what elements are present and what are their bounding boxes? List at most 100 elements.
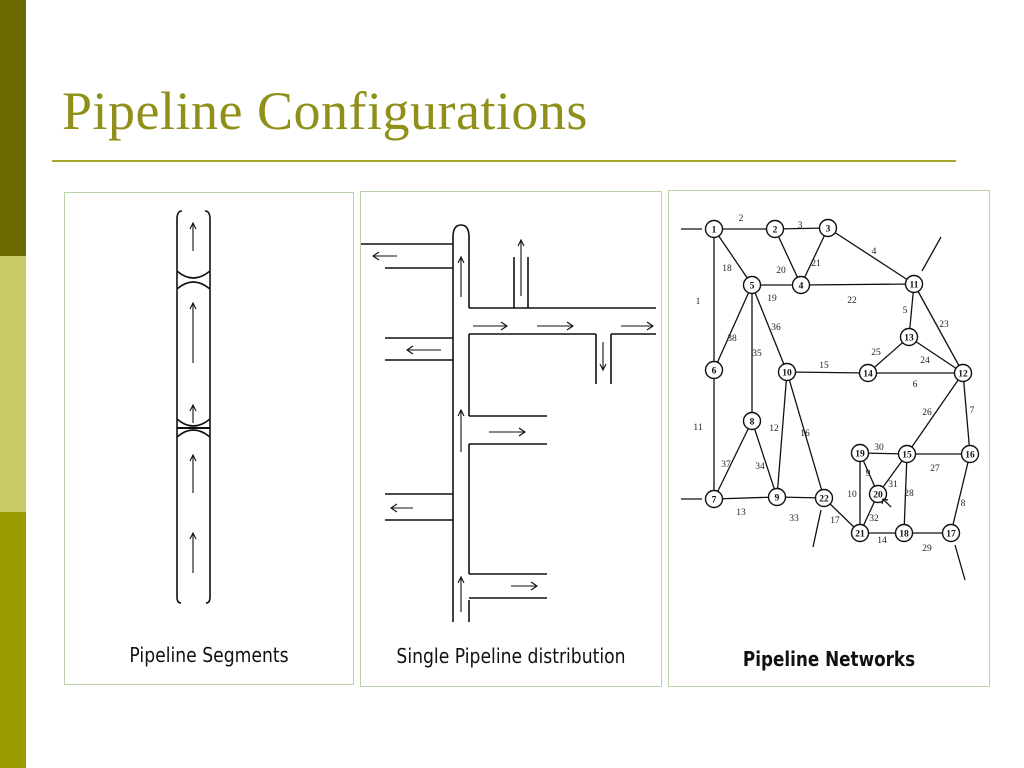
node-circle xyxy=(953,363,973,383)
network-node-9: 9 xyxy=(767,487,787,507)
segment-joint-1 xyxy=(176,270,211,279)
slide-title: Pipeline Configurations xyxy=(62,81,588,141)
network-node-1: 1 xyxy=(704,219,724,239)
pipeline-segments-diagram xyxy=(176,210,211,604)
edge-label: 20 xyxy=(776,266,786,276)
node-label: 16 xyxy=(965,450,975,460)
edge-label: 9 xyxy=(866,469,871,479)
network-edge-13 xyxy=(713,496,778,500)
network-node-4: 4 xyxy=(791,275,811,295)
network-inlet-line xyxy=(954,544,966,581)
node-label: 10 xyxy=(782,368,792,378)
edge-label: 11 xyxy=(693,423,702,433)
title-underline xyxy=(52,160,956,162)
edge-label: 24 xyxy=(920,356,930,366)
edge-label: 4 xyxy=(872,247,877,257)
edge-label: 16 xyxy=(800,429,810,439)
edge-label: 25 xyxy=(871,348,881,358)
network-node-14: 14 xyxy=(858,363,878,383)
network-edge-22 xyxy=(800,283,915,286)
node-label: 11 xyxy=(910,280,919,290)
node-circle xyxy=(767,487,787,507)
caption-single-pipeline-distribution: Single Pipeline distribution xyxy=(396,644,626,668)
edge-label: 8 xyxy=(961,499,966,509)
node-circle xyxy=(868,484,888,504)
node-circle xyxy=(742,411,762,431)
edge-label: 31 xyxy=(888,480,898,490)
edge-label: 26 xyxy=(922,408,932,418)
node-circle xyxy=(704,219,724,239)
network-edge-36 xyxy=(751,284,788,373)
accent-bar-top xyxy=(0,0,26,256)
edge-label: 19 xyxy=(767,294,777,304)
network-edge-21 xyxy=(800,227,829,286)
network-node-19: 19 xyxy=(850,443,870,463)
edge-label: 18 xyxy=(722,264,732,274)
flow-arrow-icon xyxy=(189,453,197,493)
node-circle xyxy=(850,523,870,543)
node-label: 13 xyxy=(904,333,914,343)
flow-arrow-icon xyxy=(189,221,197,251)
node-circle xyxy=(742,275,762,295)
network-inlet-line xyxy=(921,236,942,272)
accent-bar-bottom xyxy=(0,512,26,768)
node-label: 18 xyxy=(899,529,909,539)
network-edge-38 xyxy=(713,284,753,371)
node-label: 7 xyxy=(712,495,717,505)
network-node-12: 12 xyxy=(953,363,973,383)
network-node-22: 22 xyxy=(814,488,834,508)
node-circle xyxy=(894,523,914,543)
network-node-15: 15 xyxy=(897,444,917,464)
node-label: 4 xyxy=(799,281,804,291)
edge-label: 10 xyxy=(847,490,857,500)
node-circle xyxy=(858,363,878,383)
node-label: 5 xyxy=(750,281,755,291)
node-circle xyxy=(814,488,834,508)
network-edge-15 xyxy=(786,371,869,374)
network-edge-20 xyxy=(774,228,802,286)
network-node-20: 20 xyxy=(868,484,888,504)
network-node-17: 17 xyxy=(941,523,961,543)
network-node-11: 11 xyxy=(904,274,924,294)
node-circle xyxy=(960,444,980,464)
node-circle xyxy=(897,444,917,464)
flow-arrow-icon xyxy=(457,255,465,297)
node-label: 6 xyxy=(712,366,717,376)
flow-arrow-icon xyxy=(537,321,574,331)
network-edge-7 xyxy=(962,372,971,455)
edge-label: 2 xyxy=(739,214,744,224)
segment-joint-2b xyxy=(176,429,211,438)
node-label: 17 xyxy=(946,529,956,539)
flow-arrow-icon xyxy=(189,531,197,573)
edge-label: 1 xyxy=(696,297,701,307)
panel-single-pipeline-distribution: Single Pipeline distribution xyxy=(360,191,662,687)
flow-arrow-icon xyxy=(189,403,197,423)
node-label: 20 xyxy=(873,490,883,500)
network-node-10: 10 xyxy=(777,362,797,382)
edge-label: 32 xyxy=(869,514,879,524)
node-circle xyxy=(941,523,961,543)
network-edge-16 xyxy=(786,371,825,499)
node-circle xyxy=(704,360,724,380)
edge-label: 34 xyxy=(755,462,765,472)
node-circle xyxy=(704,489,724,509)
node-label: 12 xyxy=(958,369,968,379)
network-node-21: 21 xyxy=(850,523,870,543)
edge-label: 35 xyxy=(752,349,762,359)
network-node-3: 3 xyxy=(818,218,838,238)
network-edge-23 xyxy=(913,283,964,374)
flow-arrow-icon xyxy=(189,301,197,363)
flow-arrow-icon xyxy=(599,342,607,372)
edge-label: 21 xyxy=(811,259,821,269)
network-edge-28 xyxy=(903,453,908,534)
flow-arrow-icon xyxy=(517,238,525,296)
flow-arrow-icon xyxy=(473,321,508,331)
node-label: 9 xyxy=(775,493,780,503)
node-circle xyxy=(899,327,919,347)
node-circle xyxy=(818,218,838,238)
edge-label: 23 xyxy=(939,320,949,330)
network-edge-12 xyxy=(776,371,788,498)
edge-label: 13 xyxy=(736,508,746,518)
